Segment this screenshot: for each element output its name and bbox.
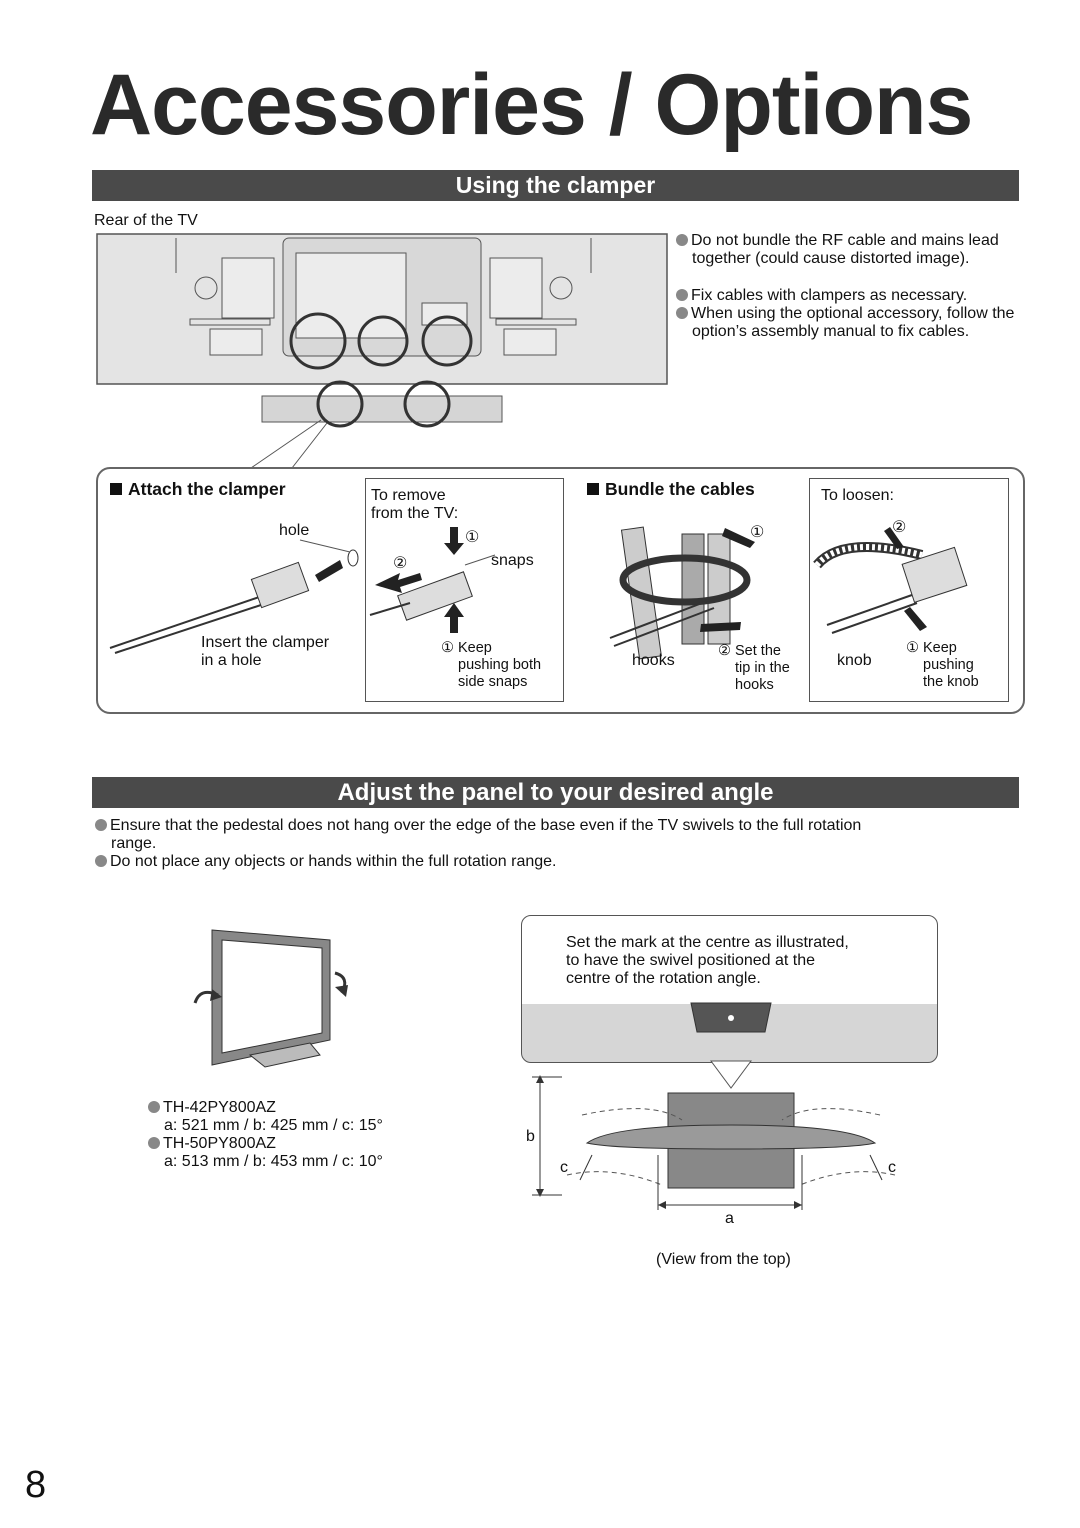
loosen-keep-line1: Keep [923,640,957,656]
swivel-note-panel [521,915,938,1063]
hooks-label: hooks [632,652,675,669]
knob-label: knob [837,652,872,669]
dim-c-right-label: c [888,1159,896,1176]
attach-heading: Attach the clamper [110,480,286,498]
remove-step1: ① [465,529,480,546]
insert-line1: Insert the clamper [201,634,330,651]
page-title: Accessories / Options [90,57,973,153]
angle-bullet-2: Do not place any objects or hands within… [95,853,557,871]
clamper-bullet-2: Fix cables with clampers as necessary. [676,287,1032,305]
swivel-mark-illustration [690,1002,772,1089]
dim-c-left-label: c [560,1159,568,1176]
angle-bullet-1: Ensure that the pedestal does not hang o… [95,817,861,835]
bundle-cables-illustration [609,526,755,660]
bundle-set-num: ② [718,643,731,659]
loosen-label: To loosen: [821,487,894,504]
loosen-illustration [813,527,968,634]
bundle-set-line2: tip in the [735,660,790,676]
model-1-spec: a: 521 mm / b: 425 mm / c: 15° [164,1117,383,1134]
insert-line2: in a hole [201,652,262,669]
model-1-name: TH-42PY800AZ [148,1099,276,1117]
section-heading-clamper: Using the clamper [92,170,1019,201]
remove-line2: from the TV: [371,505,459,522]
bundle-set-line3: hooks [735,677,774,693]
remove-step2: ② [393,555,408,572]
model-2-name: TH-50PY800AZ [148,1135,276,1153]
clamper-bullet-3: When using the optional accessory, follo… [676,305,1032,341]
remove-keep-num: ① [441,640,454,656]
note-line3: centre of the rotation angle. [566,970,761,987]
loosen-keep-num: ① [906,640,919,656]
model-2-spec: a: 513 mm / b: 453 mm / c: 10° [164,1153,383,1170]
clamper-bullet-1: Do not bundle the RF cable and mains lea… [676,232,1032,268]
top-view-diagram [532,1075,896,1210]
rear-of-tv-label: Rear of the TV [94,212,198,229]
view-caption: (View from the top) [656,1251,791,1268]
remove-line1: To remove [371,487,446,504]
tv-rear-illustration [96,233,668,469]
page-number: 8 [25,1464,47,1506]
remove-keep-line3: side snaps [458,674,528,690]
loosen-step2: ② [892,519,907,536]
section-heading-angle: Adjust the panel to your desired angle [92,777,1019,808]
note-line2: to have the swivel positioned at the [566,952,816,969]
note-line1: Set the mark at the centre as illustrate… [566,934,849,951]
snaps-label: snaps [491,552,534,569]
remove-keep-line1: Keep [458,640,492,656]
loosen-keep-line3: the knob [923,674,979,690]
bundle-set-line1: Set the [735,643,781,659]
dim-a-label: a [725,1210,734,1227]
clamper-remove-illustration [369,527,496,633]
angle-bullet-1-cont: range. [111,835,157,852]
hole-label: hole [279,522,310,539]
remove-keep-line2: pushing both [458,657,542,673]
bundle-step1: ① [750,524,765,541]
loosen-keep-line2: pushing [923,657,974,673]
dim-b-label: b [526,1128,535,1145]
tv-swivel-illustration [193,929,348,1068]
clamper-attach-illustration [109,539,359,654]
loosen-box [809,478,1009,702]
bundle-heading: Bundle the cables [587,480,755,498]
